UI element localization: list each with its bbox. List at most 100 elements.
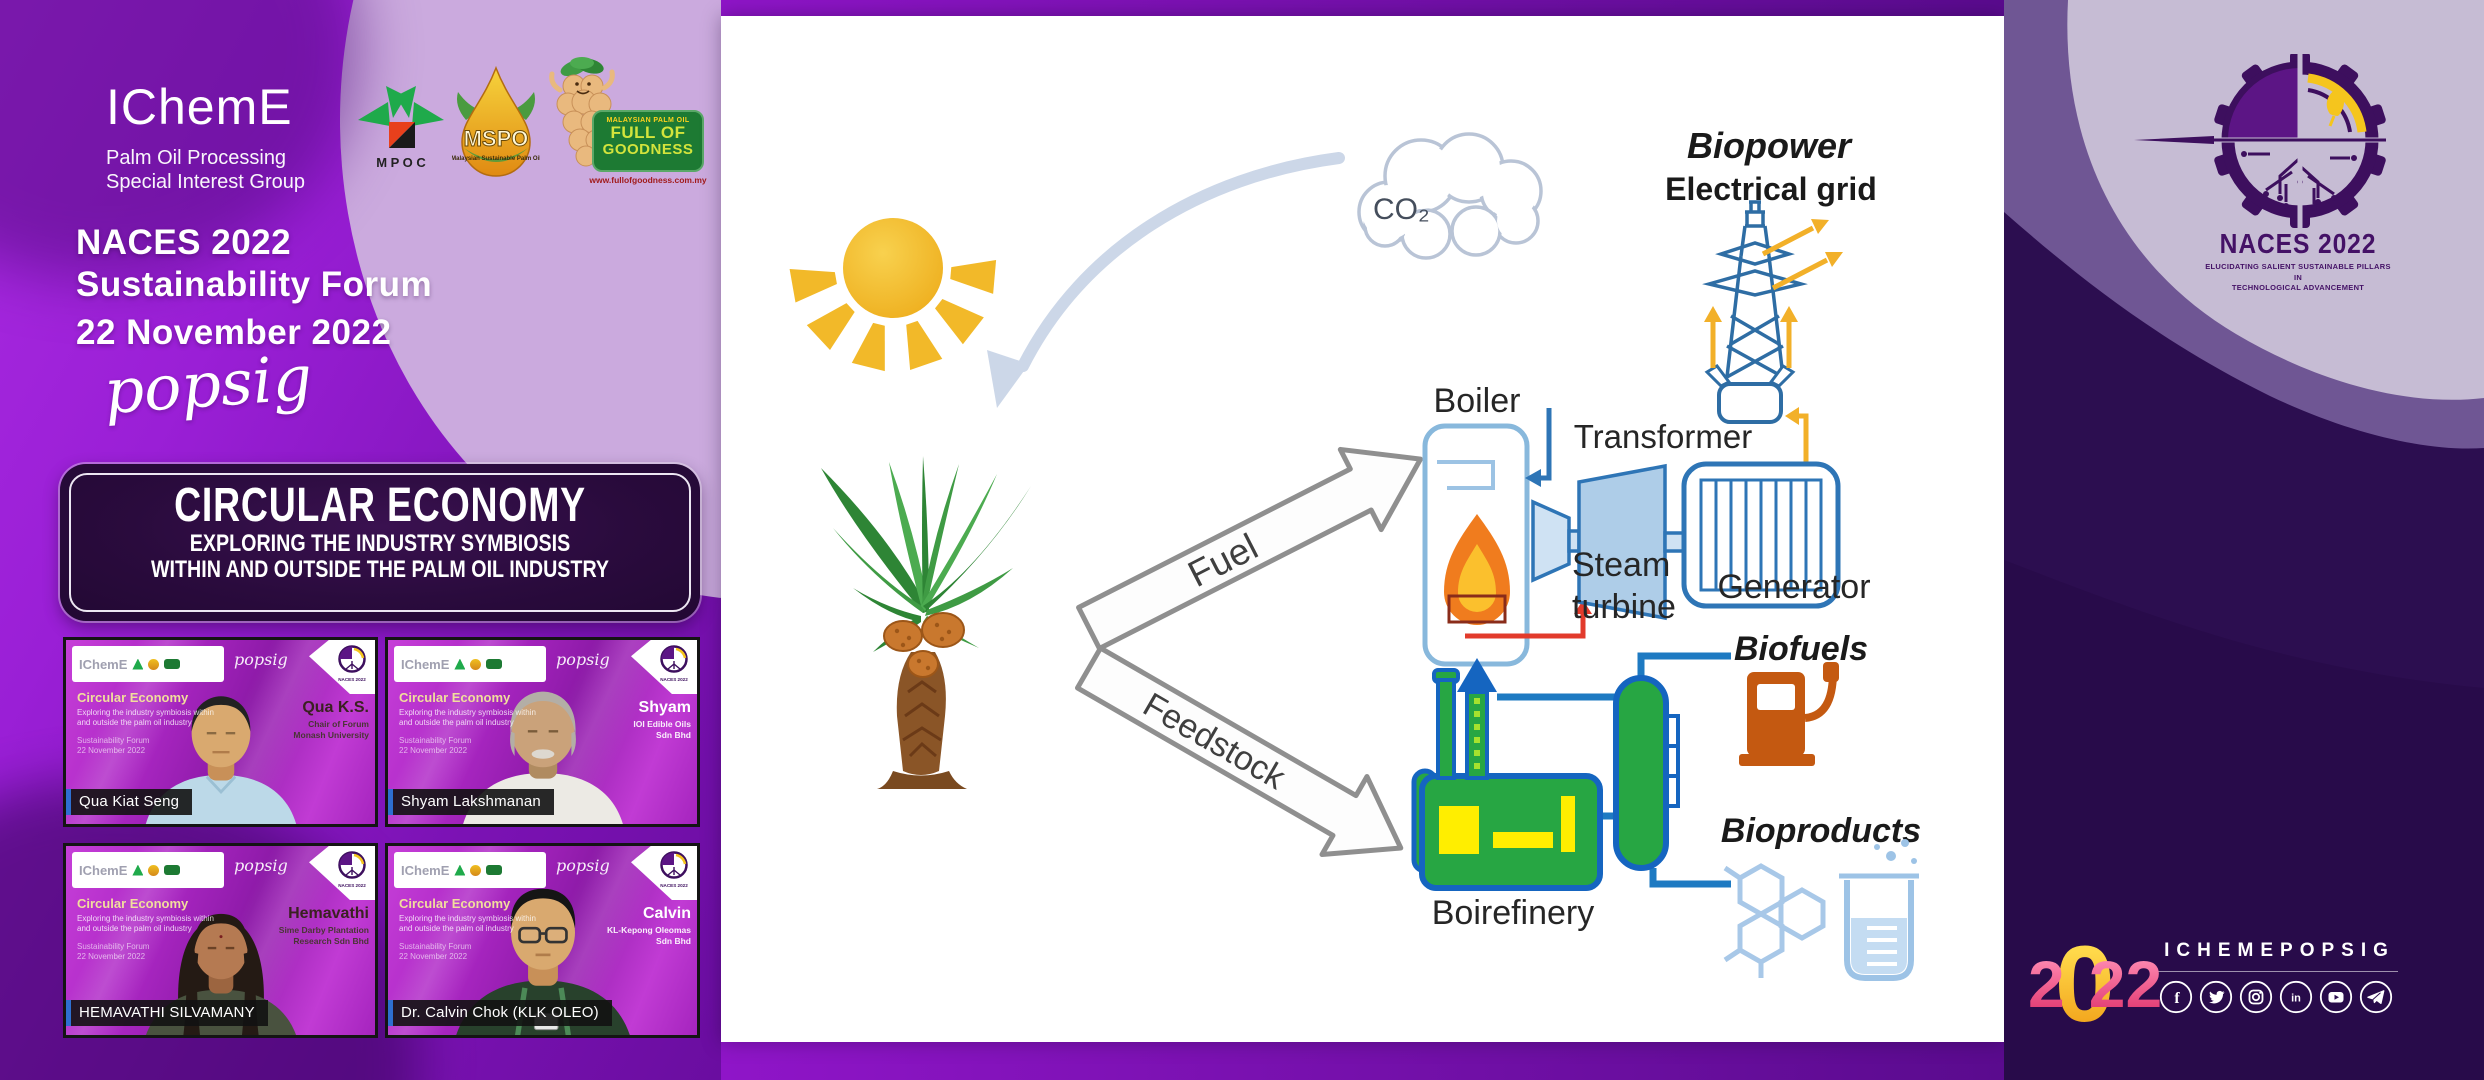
card-overlay-sub2: and outside the palm oil industry (399, 718, 514, 727)
speaker-card-name: Calvin (642, 905, 691, 922)
speaker-card-name: Qua K.S. (302, 699, 369, 716)
generator-icon (1681, 461, 1841, 609)
steam-turbine-icon (1531, 463, 1687, 621)
speaker-name-tag: Qua Kiat Seng (66, 789, 193, 815)
fog-url: www.fullofgoodness.com.my (589, 175, 707, 185)
boiler-label: Boiler (1434, 382, 1521, 420)
card-logo-bar: IChemE (72, 646, 224, 682)
svg-text:NACES 2022: NACES 2022 (660, 677, 688, 682)
speaker-video-grid: IChemE Circular Economy Exploring the in… (63, 637, 700, 1038)
fog-line2: FULL OF (610, 123, 686, 143)
youtube-icon[interactable] (2319, 980, 2353, 1014)
card-icheme-logo: IChemE (401, 656, 450, 672)
palm-fruit-mascot (549, 57, 615, 167)
card-mpoc-icon (132, 658, 144, 670)
transformer-icon (1704, 364, 1796, 424)
naces-tagline-line2: TECHNOLOGICAL ADVANCEMENT (2231, 283, 2365, 292)
session-title-box: CIRCULAR ECONOMY EXPLORING THE INDUSTRY … (60, 464, 700, 621)
card-mspo-icon (470, 864, 482, 876)
mspo-logo: MSPO Malaysian Sustainable Palm Oil (452, 65, 540, 177)
card-mspo-icon (148, 658, 160, 670)
electrical-grid-label: Electrical grid (1665, 171, 1877, 207)
event-line1: NACES 2022 (76, 223, 292, 262)
social-handle: ICHEMEPOPSIG (2164, 940, 2395, 961)
event-date: 22 November 2022 (76, 313, 392, 352)
feedstock-label: Feedstock (1137, 686, 1293, 798)
card-overlay-title: Circular Economy (77, 690, 189, 705)
naces-mini-logo: NACES 2022 (660, 851, 688, 888)
bioproducts-label: Bioproducts (1721, 812, 1921, 850)
linkedin-icon[interactable]: in (2279, 980, 2313, 1014)
card-overlay-line3: Sustainability Forum (77, 942, 150, 951)
session-title: CIRCULAR ECONOMY (174, 479, 586, 532)
session-subtitle-line1: EXPLORING THE INDUSTRY SYMBIOSIS (189, 530, 571, 558)
card-mspo-icon (470, 658, 482, 670)
mpoc-logo: M P O C (358, 86, 444, 170)
name-tag-accent (388, 789, 393, 815)
fuel-arrow: Fuel (1076, 446, 1423, 651)
card-mpoc-icon (454, 864, 466, 876)
card-overlay-sub1: Exploring the industry symbiosis within (399, 914, 536, 923)
card-fog-icon (164, 865, 181, 875)
palm-tree-icon (821, 456, 1031, 789)
naces-2022-logo (2134, 54, 2386, 230)
twitter-icon[interactable] (2199, 980, 2233, 1014)
icheme-sub-line2: Special Interest Group (106, 171, 305, 193)
naces-mini-logo: NACES 2022 (660, 645, 688, 682)
speaker-org-line2: Sdn Bhd (656, 730, 691, 741)
instagram-icon[interactable] (2239, 980, 2273, 1014)
video-tile-hemavathi-silvamany: IChemE Circular Economy Exploring the in… (63, 843, 378, 1038)
biorefinery-icon (1411, 652, 1731, 891)
handle-divider (2154, 971, 2398, 972)
naces-tagline-line1: ELUCIDATING SALIENT SUSTAINABLE PILLARS … (2205, 262, 2391, 282)
svg-text:in: in (2291, 993, 2301, 1005)
card-popsig-script: popsig (556, 650, 610, 669)
naces-logo-title: NACES 2022 (2219, 228, 2377, 259)
card-overlay-line4: 22 November 2022 (399, 746, 468, 755)
full-of-goodness-badge: MALAYSIAN PALM OIL FULL OF GOODNESS (592, 110, 704, 172)
speaker-org-line1: Sime Darby Plantation (278, 925, 369, 936)
speaker-org-line1: IOI Edible Oils (633, 719, 691, 730)
telegram-icon[interactable] (2359, 980, 2393, 1014)
naces-mini-logo: NACES 2022 (338, 851, 366, 888)
card-icheme-logo: IChemE (79, 862, 128, 878)
card-mpoc-icon (132, 864, 144, 876)
card-overlay-line4: 22 November 2022 (399, 952, 468, 961)
speaker-org-line2: Sdn Bhd (656, 936, 691, 947)
svg-text:NACES 2022: NACES 2022 (338, 677, 366, 682)
card-overlay-sub2: and outside the palm oil industry (77, 924, 192, 933)
card-popsig-script: popsig (234, 856, 288, 875)
mspo-tagline: Malaysian Sustainable Palm Oil (452, 156, 540, 162)
name-tag-accent (66, 789, 71, 815)
steam-turbine-label-line2: turbine (1572, 588, 1676, 626)
speaker-org-line1: KL-Kepong Oleomas (606, 925, 691, 936)
card-fog-icon (164, 659, 181, 669)
power-flow-arrowheads (1704, 219, 1843, 425)
facebook-icon[interactable]: f (2159, 980, 2193, 1014)
speaker-name-tag: HEMAVATHI SILVAMANY (66, 1000, 268, 1026)
name-tag-text: HEMAVATHI SILVAMANY (71, 1000, 268, 1026)
name-tag-accent (66, 1000, 71, 1026)
speaker-card-name: Hemavathi (288, 905, 369, 922)
card-fog-icon (486, 865, 503, 875)
speaker-info-block: Shyam IOI Edible Oils Sdn Bhd (561, 698, 691, 741)
card-overlay-sub1: Exploring the industry symbiosis within (77, 708, 214, 717)
boiler-icon (1422, 408, 1592, 667)
transmission-tower-icon (1702, 200, 1808, 379)
card-icheme-logo: IChemE (401, 862, 450, 878)
biorefinery-label: Boirefinery (1432, 894, 1595, 932)
beaker-icon (1839, 839, 1919, 981)
speaker-name-tag: Shyam Lakshmanan (388, 789, 554, 815)
name-tag-accent (388, 1000, 393, 1026)
card-popsig-script: popsig (234, 650, 288, 669)
biofuels-label: Biofuels (1734, 630, 1868, 668)
card-icheme-logo: IChemE (79, 656, 128, 672)
popsig-script-logo: popsig (101, 340, 315, 429)
session-subtitle-line2: WITHIN AND OUTSIDE THE PALM OIL INDUSTRY (150, 556, 610, 584)
presentation-slide: CO₂ Biopower Electrical grid (721, 16, 2004, 1042)
name-tag-text: Shyam Lakshmanan (393, 789, 554, 815)
social-handle-block: ICHEMEPOPSIG f (2150, 940, 2402, 1014)
card-logo-bar: IChemE (72, 852, 224, 888)
card-overlay-sub1: Exploring the industry symbiosis within (77, 914, 214, 923)
social-icons-row: f in (2150, 980, 2402, 1014)
